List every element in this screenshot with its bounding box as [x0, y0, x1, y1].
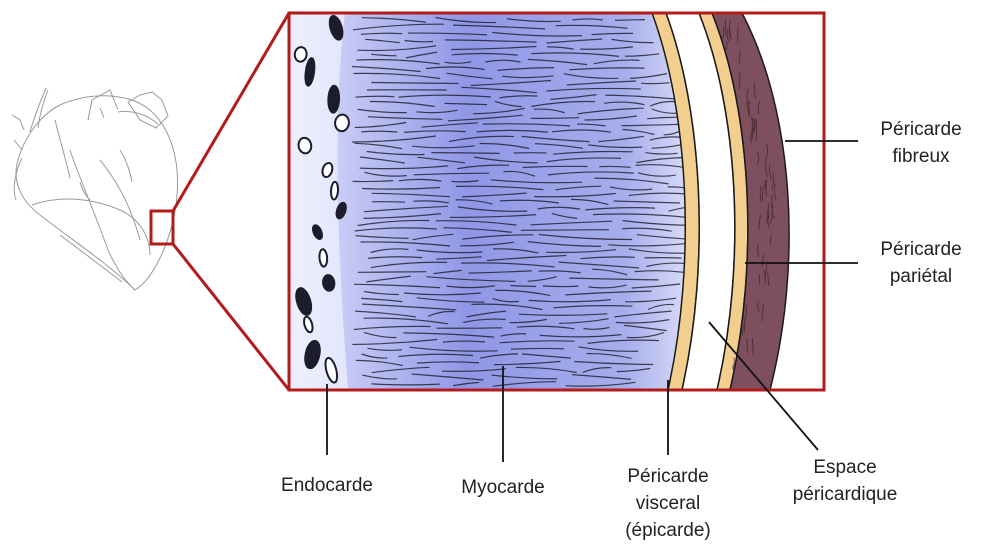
label-parietal-line1: Péricarde: [866, 236, 976, 263]
muscle-fiber-stroke: [615, 20, 645, 21]
muscle-fiber-stroke: [543, 286, 578, 287]
label-fibreux-line2: fibreux: [866, 143, 976, 170]
zoom-line-bottom: [173, 244, 289, 390]
muscle-fiber-stroke: [358, 272, 426, 273]
label-fibreux-line1: Péricarde: [866, 116, 976, 143]
label-visceral-line3: (épicarde): [606, 517, 730, 544]
endocardial-cell: [330, 182, 338, 200]
muscle-fiber-stroke: [521, 230, 609, 231]
label-myocarde-text: Myocarde: [461, 477, 544, 498]
heart-sketch: [12, 88, 178, 290]
label-espace-line2: péricardique: [780, 481, 910, 508]
zoom-marker: [151, 211, 173, 244]
label-myocarde: Myocarde: [440, 474, 566, 501]
fibrous-texture-stroke: [725, 19, 726, 36]
muscle-fiber-stroke: [531, 118, 580, 119]
endocardial-cell: [294, 46, 307, 62]
zoom-line-top: [173, 13, 289, 211]
label-endocarde: Endocarde: [262, 472, 392, 499]
endocardial-cell: [319, 249, 328, 267]
label-espace-line1: Espace: [780, 454, 910, 481]
label-parietal: Péricarde pariétal: [866, 236, 976, 290]
endocardial-cell: [328, 86, 340, 113]
label-visceral-line1: Péricarde: [606, 463, 730, 490]
label-visceral: Péricarde visceral (épicarde): [606, 463, 730, 544]
fibrous-texture-stroke: [771, 234, 772, 245]
wall-section: [289, 13, 824, 390]
label-parietal-line2: pariétal: [866, 263, 976, 290]
fibrous-texture-stroke: [759, 274, 760, 284]
label-visceral-line2: visceral: [606, 490, 730, 517]
label-espace: Espace péricardique: [780, 454, 910, 508]
label-fibreux: Péricarde fibreux: [866, 116, 976, 170]
label-endocarde-text: Endocarde: [281, 475, 373, 496]
